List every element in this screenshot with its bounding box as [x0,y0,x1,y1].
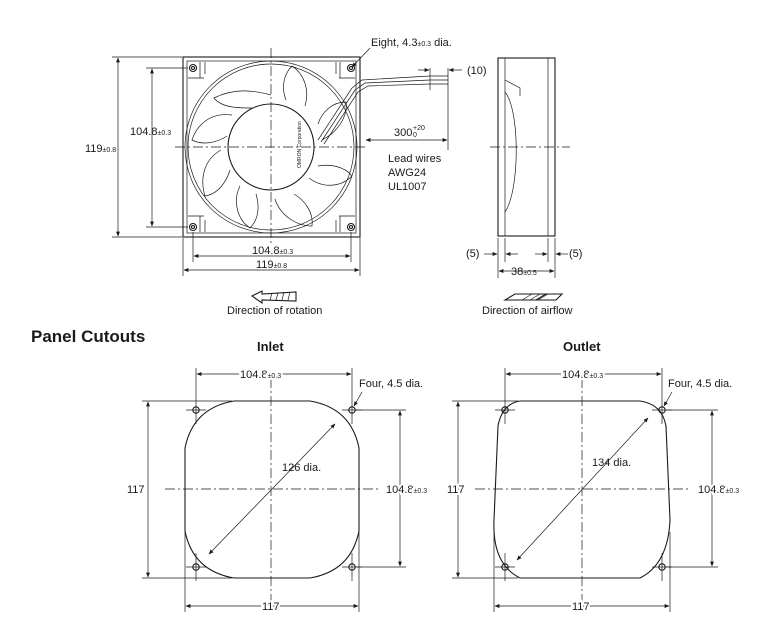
svg-text:UL1007: UL1007 [388,181,427,193]
inlet-bottom-dim: 117 [262,601,280,613]
depth-label: 38±0.5 [511,266,537,278]
outlet-top-dim: 104.8±0.3 [562,369,603,381]
inlet-left-dim: 117 [127,484,145,496]
fan-blades [191,65,353,229]
offset-left-label: (5) [466,248,479,260]
inlet-hole-note: Four, 4.5 dia. [359,378,423,390]
width-outer-label: 119±0.8 [256,259,287,271]
wire-length-label: 300 [394,127,412,139]
height-outer-label: 119±0.8 [85,143,116,155]
airflow-caption: Direction of airflow [482,305,573,317]
side-view: (5) (5) 38±0.5 Direction of airflow [466,57,582,317]
inlet-diameter: 126 dia. [282,462,321,474]
svg-text:AWG24: AWG24 [388,167,426,179]
height-inner-label: 104.8±0.3 [130,126,171,138]
mounting-holes [188,63,356,232]
outlet-bottom-dim: 117 [572,601,590,613]
lead-wires [317,68,449,145]
airflow-arrow-icon [503,293,564,301]
svg-text:+20: +20 [413,125,425,132]
svg-text:0: 0 [413,132,417,139]
rotation-arrow-icon [250,290,297,305]
inlet-title: Inlet [257,339,284,354]
outlet-holes [495,396,672,581]
rotation-caption: Direction of rotation [227,305,322,317]
inlet-right-dim: 104.8±0.3 [386,484,427,496]
fan-side-body [497,57,556,237]
inlet-top-dim: 104.8±0.3 [240,369,281,381]
inlet-outline [184,400,360,579]
width-inner-label: 104.8±0.3 [252,245,293,257]
outlet-left-dim: 117 [447,484,465,496]
outlet-diameter: 134 dia. [592,457,631,469]
outlet-title: Outlet [563,339,601,354]
lead-length-label: (10) [467,65,487,77]
outlet-right-dim: 104.8±0.3 [698,484,739,496]
outlet-hole-note: Four, 4.5 dia. [668,378,732,390]
offset-right-label: (5) [569,248,582,260]
inlet-cutout: Inlet 104.8±0.3 Four, 4.5 dia. 126 dia. … [127,339,429,615]
hub-label: OMRON Corporation [297,121,303,168]
lead-wires-label: Lead wires [388,153,442,165]
front-view: OMRON Corporation (10) Eight, 4.3±0.3 di… [85,37,570,317]
panel-cutouts-heading: Panel Cutouts [31,327,145,346]
outlet-cutout: Outlet 104.8±0.3 Four, 4.5 dia. 134 dia.… [445,339,741,615]
hole-note: Eight, 4.3±0.3 dia. [371,37,452,49]
inlet-holes [186,396,362,581]
